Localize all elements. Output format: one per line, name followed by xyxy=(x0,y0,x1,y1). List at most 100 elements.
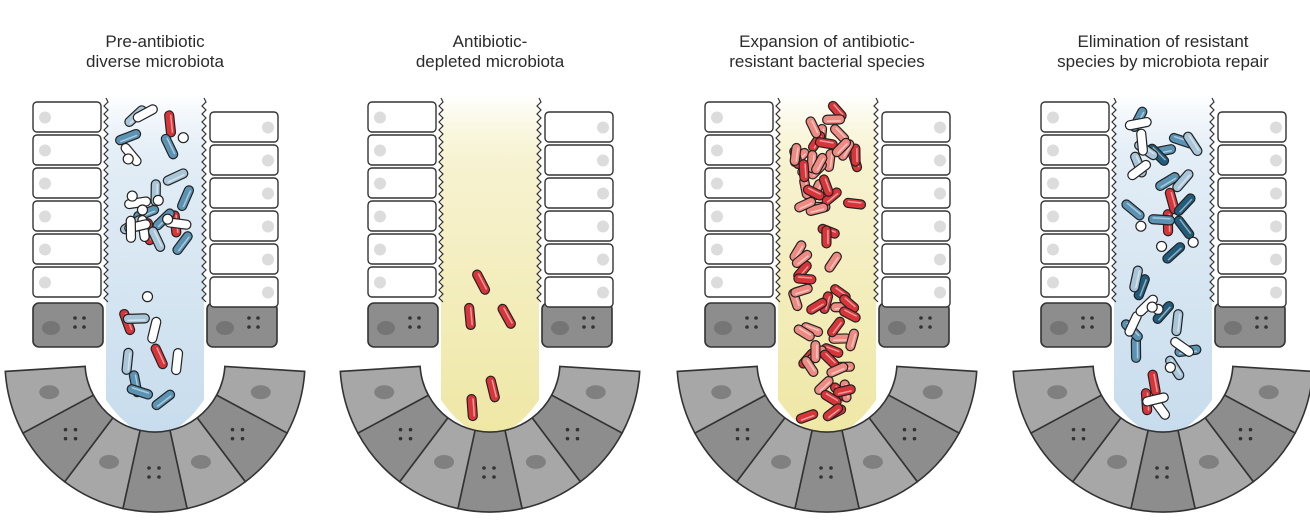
paneth-granule xyxy=(492,466,496,470)
cell-nucleus xyxy=(711,145,723,157)
paneth-granule xyxy=(482,475,486,479)
cell-nucleus xyxy=(262,188,274,200)
cell-nucleus xyxy=(934,122,946,134)
paneth-granule xyxy=(417,316,421,320)
paneth-granule xyxy=(247,325,251,329)
panel-title-line-2: resistant bacterial species xyxy=(677,52,977,72)
red-rod-bacterium xyxy=(811,341,820,363)
cell-nucleus xyxy=(42,321,60,335)
cell-nucleus xyxy=(1050,321,1068,335)
cell-nucleus xyxy=(711,178,723,190)
panel-title-line-1: Antibiotic- xyxy=(340,32,640,52)
cell-nucleus xyxy=(1224,321,1242,335)
cell-nucleus xyxy=(39,211,51,223)
coccus-bacterium xyxy=(137,205,147,215)
paneth-granule xyxy=(1082,428,1086,432)
coccus-bacterium xyxy=(127,191,137,201)
cell-nucleus xyxy=(934,254,946,266)
paneth-granule xyxy=(1072,428,1076,432)
paneth-granule xyxy=(231,437,235,441)
rod-body xyxy=(123,314,149,324)
paneth-granule xyxy=(482,466,486,470)
cell-nucleus xyxy=(1259,385,1279,399)
panel-title: Elimination of resistant species by micr… xyxy=(1013,32,1310,72)
red-rod-bacterium xyxy=(822,226,831,248)
cell-nucleus xyxy=(934,221,946,233)
blue-rod-bacterium xyxy=(1148,214,1175,225)
white-rod-bacterium xyxy=(1136,129,1147,156)
paneth-granule xyxy=(903,428,907,432)
cell-nucleus xyxy=(714,321,732,335)
cell-nucleus xyxy=(934,155,946,167)
paneth-granule xyxy=(1081,316,1085,320)
paneth-granule xyxy=(928,325,932,329)
cell-nucleus xyxy=(711,277,723,289)
panel-title-line-2: depleted microbiota xyxy=(340,52,640,72)
paneth-granule xyxy=(147,475,151,479)
cell-nucleus xyxy=(1270,221,1282,233)
paneth-granule xyxy=(1249,428,1253,432)
cell-nucleus xyxy=(262,122,274,134)
panel-title-line-2: species by microbiota repair xyxy=(1013,52,1310,72)
paneth-granule xyxy=(746,428,750,432)
panel-title-line-1: Elimination of resistant xyxy=(1013,32,1310,52)
rod-body xyxy=(822,226,831,248)
cell-nucleus xyxy=(1047,112,1059,124)
cell-nucleus xyxy=(99,455,119,469)
rod-highlight xyxy=(798,277,812,278)
paneth-granule xyxy=(241,437,245,441)
cell-nucleus xyxy=(923,385,943,399)
cell-nucleus xyxy=(1199,455,1219,469)
cell-nucleus xyxy=(1107,455,1127,469)
cell-nucleus xyxy=(1270,122,1282,134)
cell-nucleus xyxy=(374,112,386,124)
paneth-granule xyxy=(913,428,917,432)
paneth-granule xyxy=(1255,316,1259,320)
rod-body xyxy=(822,115,844,125)
coccus-bacterium xyxy=(1147,302,1157,312)
rod-body xyxy=(126,216,135,242)
red-rod-bacterium xyxy=(164,110,176,137)
red-rod-bacterium xyxy=(794,274,817,285)
cell-nucleus xyxy=(374,277,386,289)
paneth-granule xyxy=(1255,325,1259,329)
cell-nucleus xyxy=(1047,244,1059,256)
paneth-granule xyxy=(746,437,750,441)
cell-nucleus xyxy=(1270,155,1282,167)
paneth-granule xyxy=(1155,475,1159,479)
paneth-granule xyxy=(1072,437,1076,441)
cell-nucleus xyxy=(39,385,59,399)
paneth-granule xyxy=(754,325,758,329)
red-rod-bacterium xyxy=(464,303,475,330)
cell-nucleus xyxy=(1270,287,1282,299)
paneth-granule xyxy=(576,428,580,432)
paneth-granule xyxy=(231,428,235,432)
cell-nucleus xyxy=(586,385,606,399)
paneth-granule xyxy=(1239,428,1243,432)
paneth-granule xyxy=(745,325,749,329)
cell-nucleus xyxy=(251,385,271,399)
coccus-bacterium xyxy=(1136,221,1146,231)
paneth-granule xyxy=(74,437,78,441)
coccus-bacterium xyxy=(1165,362,1175,372)
paneth-granule xyxy=(74,428,78,432)
cell-nucleus xyxy=(39,112,51,124)
cell-nucleus xyxy=(597,221,609,233)
paneth-granule xyxy=(399,437,403,441)
red-rod-bacterium xyxy=(799,159,809,182)
cell-nucleus xyxy=(711,211,723,223)
panel-microbiota-repair: Elimination of resistant species by micr… xyxy=(1013,0,1310,531)
cell-nucleus xyxy=(771,455,791,469)
paneth-granule xyxy=(819,466,823,470)
paneth-granule xyxy=(736,428,740,432)
cell-nucleus xyxy=(597,155,609,167)
crypt-lumen xyxy=(106,95,204,435)
cell-nucleus xyxy=(551,321,569,335)
cell-nucleus xyxy=(262,155,274,167)
cell-nucleus xyxy=(39,178,51,190)
crypt-illustration xyxy=(1013,92,1310,531)
paneth-granule xyxy=(1081,325,1085,329)
paneth-granule xyxy=(919,316,923,320)
paneth-granule xyxy=(492,475,496,479)
paneth-granule xyxy=(919,325,923,329)
